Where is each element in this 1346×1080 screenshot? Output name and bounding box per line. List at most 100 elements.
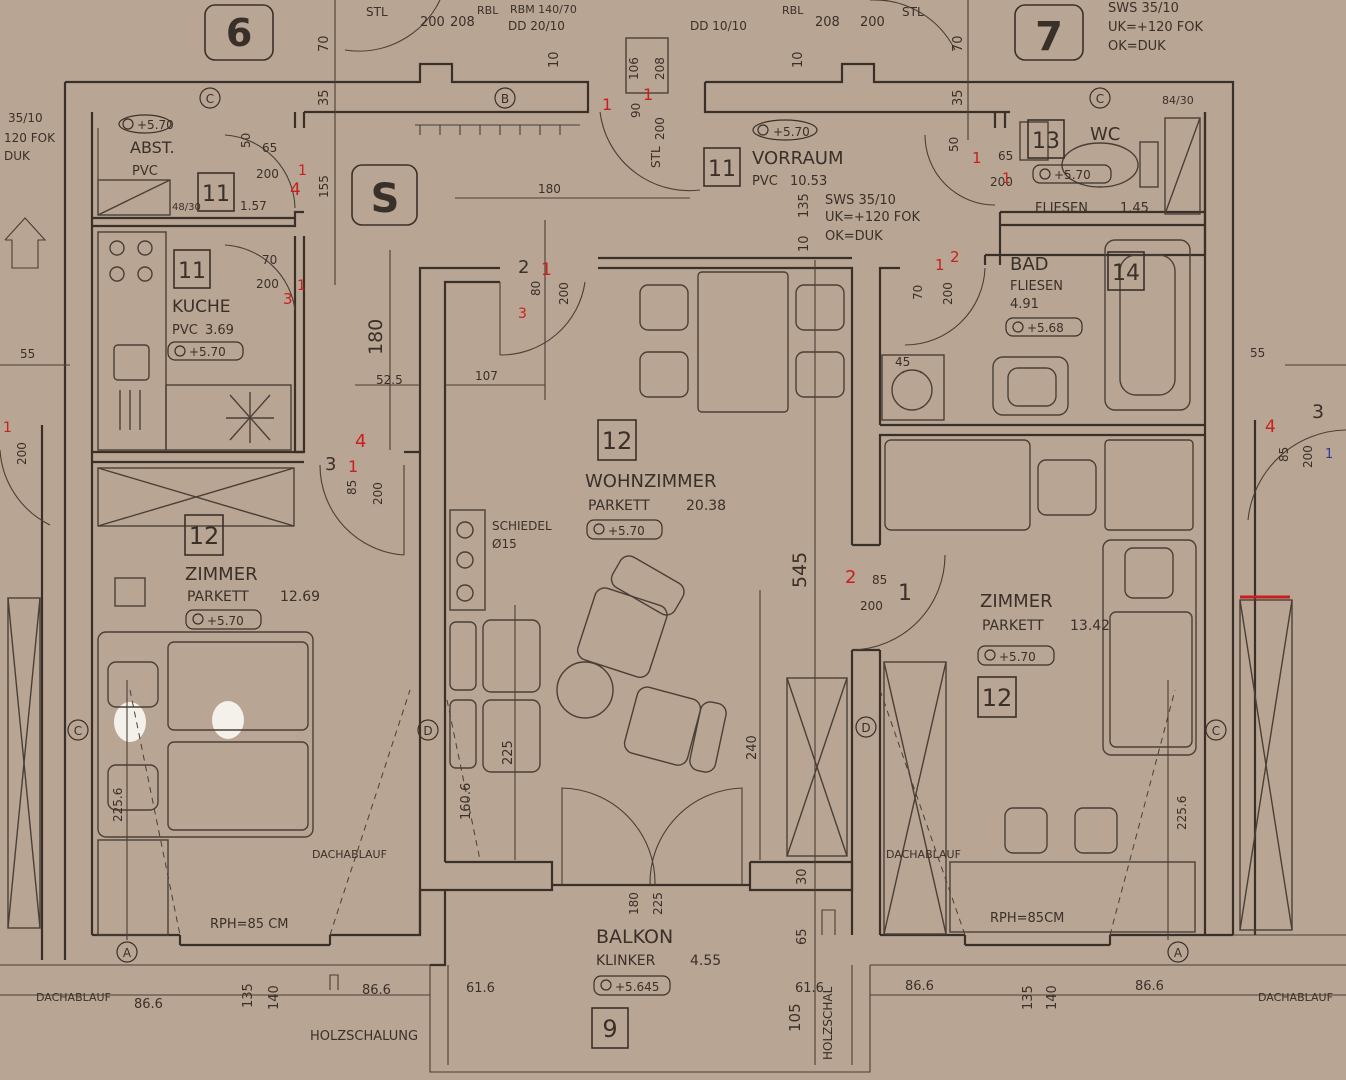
- mark-3: 3: [283, 290, 293, 308]
- axis-a-label: A: [123, 946, 132, 960]
- ok-top-label: OK=DUK: [1108, 39, 1166, 54]
- room-balkon-floor: KLINKER: [596, 953, 656, 969]
- room-vorraum-area: 10.53: [790, 174, 827, 189]
- dim: 55: [1250, 346, 1265, 360]
- mark-4: 4: [1265, 417, 1276, 437]
- dim: 50: [239, 133, 253, 148]
- stair-badge-7-label: 7: [1035, 14, 1063, 60]
- axis-d-label: D: [861, 721, 870, 735]
- dim: 90: [629, 103, 643, 118]
- abst-size-label: 48/30: [172, 202, 201, 213]
- room-vorraum-note1: SWS 35/10: [825, 193, 896, 208]
- room-kueche-level: +5.70: [189, 345, 226, 359]
- dim: 45: [895, 355, 910, 369]
- room-bad-name: BAD: [1010, 254, 1049, 275]
- room-balkon-level: +5.645: [615, 980, 659, 994]
- dim: 140: [1045, 985, 1060, 1010]
- schiedel-diameter: Ø15: [492, 537, 517, 551]
- mark-2: 2: [845, 567, 856, 588]
- room-zimmer-left: 12 ZIMMER PARKETT 12.69 +5.70: [184, 514, 320, 630]
- dim: 200: [941, 282, 955, 305]
- dim: 61.6: [466, 981, 495, 996]
- room-vorraum-note2: UK=+120 FOK: [825, 210, 920, 225]
- exterior-walls: [0, 62, 1346, 1073]
- mark-1: 1: [643, 85, 653, 104]
- room-abst-area: 1.57: [240, 199, 267, 213]
- dim: STL: [649, 146, 663, 168]
- stair-badge-7: 7: [1014, 4, 1084, 61]
- mark-1: 1: [3, 420, 12, 436]
- room-wc-level: +5.70: [1054, 168, 1091, 182]
- axis-b-label: B: [501, 92, 509, 106]
- holzschal-vertical: HOLZSCHAL: [821, 986, 835, 1060]
- room-zimmer-right-name: ZIMMER: [980, 591, 1053, 612]
- room-zimmer-right: ZIMMER PARKETT 13.42 +5.70 12: [977, 591, 1110, 718]
- uk-top-label: UK=+120 FOK: [1108, 20, 1203, 35]
- stl-label: STL: [366, 5, 388, 19]
- mark-1: 1: [1325, 447, 1333, 462]
- dim: 10: [797, 235, 812, 252]
- room-zimmer-left-floor: PARKETT: [187, 589, 249, 605]
- dim: 10: [791, 51, 806, 68]
- stair-badge-5: S: [351, 164, 418, 226]
- room-kueche-floor: PVC: [172, 323, 198, 338]
- dim: 180: [365, 319, 387, 355]
- room-vorraum-floor: PVC: [752, 174, 778, 189]
- room-wc-name: WC: [1090, 124, 1120, 145]
- mark-3: 3: [325, 454, 336, 475]
- mark-4: 4: [355, 431, 366, 452]
- dim: 225: [501, 740, 516, 765]
- dim: 70: [317, 35, 332, 52]
- room-bad-area: 4.91: [1010, 297, 1039, 312]
- dim: 70: [262, 253, 277, 267]
- dim: 35: [317, 89, 332, 106]
- dim: 135: [1021, 985, 1036, 1010]
- dim: 200: [371, 482, 385, 505]
- annotations: STL STL RBL RBL RBM 140/70 DD 20/10 DD 1…: [4, 1, 1333, 1060]
- dim: 200: [990, 175, 1013, 189]
- paper-hole: [212, 701, 244, 739]
- mark-1: 1: [602, 95, 612, 114]
- dim: 55: [20, 347, 35, 361]
- dim: 65: [795, 928, 810, 945]
- dim: 86.6: [1135, 979, 1164, 994]
- dim: 180: [627, 892, 641, 915]
- dim: 35: [951, 89, 966, 106]
- room-zimmer-left-number: 12: [189, 522, 220, 550]
- axis-c-label: C: [206, 92, 214, 106]
- dim: 105: [786, 1003, 804, 1032]
- furniture: [4, 37, 1293, 936]
- room-wc-floor: FLIESEN: [1035, 201, 1088, 216]
- mark-1: 1: [541, 260, 552, 280]
- room-bad-level: +5.68: [1027, 321, 1064, 335]
- rbl-label: RBL: [782, 4, 804, 17]
- dim: 160.6: [459, 783, 474, 820]
- mark-1: 1: [298, 163, 307, 179]
- axis-c-label: C: [1096, 92, 1104, 106]
- mark-2: 2: [950, 248, 960, 266]
- room-zimmer-right-level: +5.70: [999, 650, 1036, 664]
- mark-1: 1: [972, 149, 982, 167]
- stl-label: STL: [902, 5, 924, 19]
- dim: 200: [860, 15, 885, 30]
- dim: 200: [420, 15, 445, 30]
- door-swings: [0, 0, 1346, 936]
- room-abst-number: 11: [202, 182, 230, 207]
- room-zimmer-right-area: 13.42: [1070, 618, 1110, 634]
- room-zimmer-right-floor: PARKETT: [982, 618, 1044, 634]
- dim: 135: [797, 193, 812, 218]
- room-abst-floor: PVC: [132, 164, 158, 179]
- handwritten-marks: 1 1 4 1 3 1 1 1 1 2 2 1 3 4 3 1 2 1 4 3 …: [3, 85, 1333, 606]
- mark-4: 4: [290, 180, 301, 200]
- room-wc: 13 WC +5.70 FLIESEN 1.45 84/30: [1027, 94, 1194, 216]
- room-zimmer-left-level: +5.70: [207, 614, 244, 628]
- room-kueche-area: 3.69: [205, 323, 234, 338]
- axis-c-label: C: [1212, 724, 1220, 738]
- left-note-1: 35/10: [8, 111, 43, 125]
- room-bad-number: 14: [1112, 261, 1140, 286]
- dim: 86.6: [905, 979, 934, 994]
- room-vorraum: +5.70 11 VORRAUM PVC 10.53 SWS 35/10 UK=…: [703, 119, 920, 244]
- mark-3: 3: [1312, 401, 1324, 423]
